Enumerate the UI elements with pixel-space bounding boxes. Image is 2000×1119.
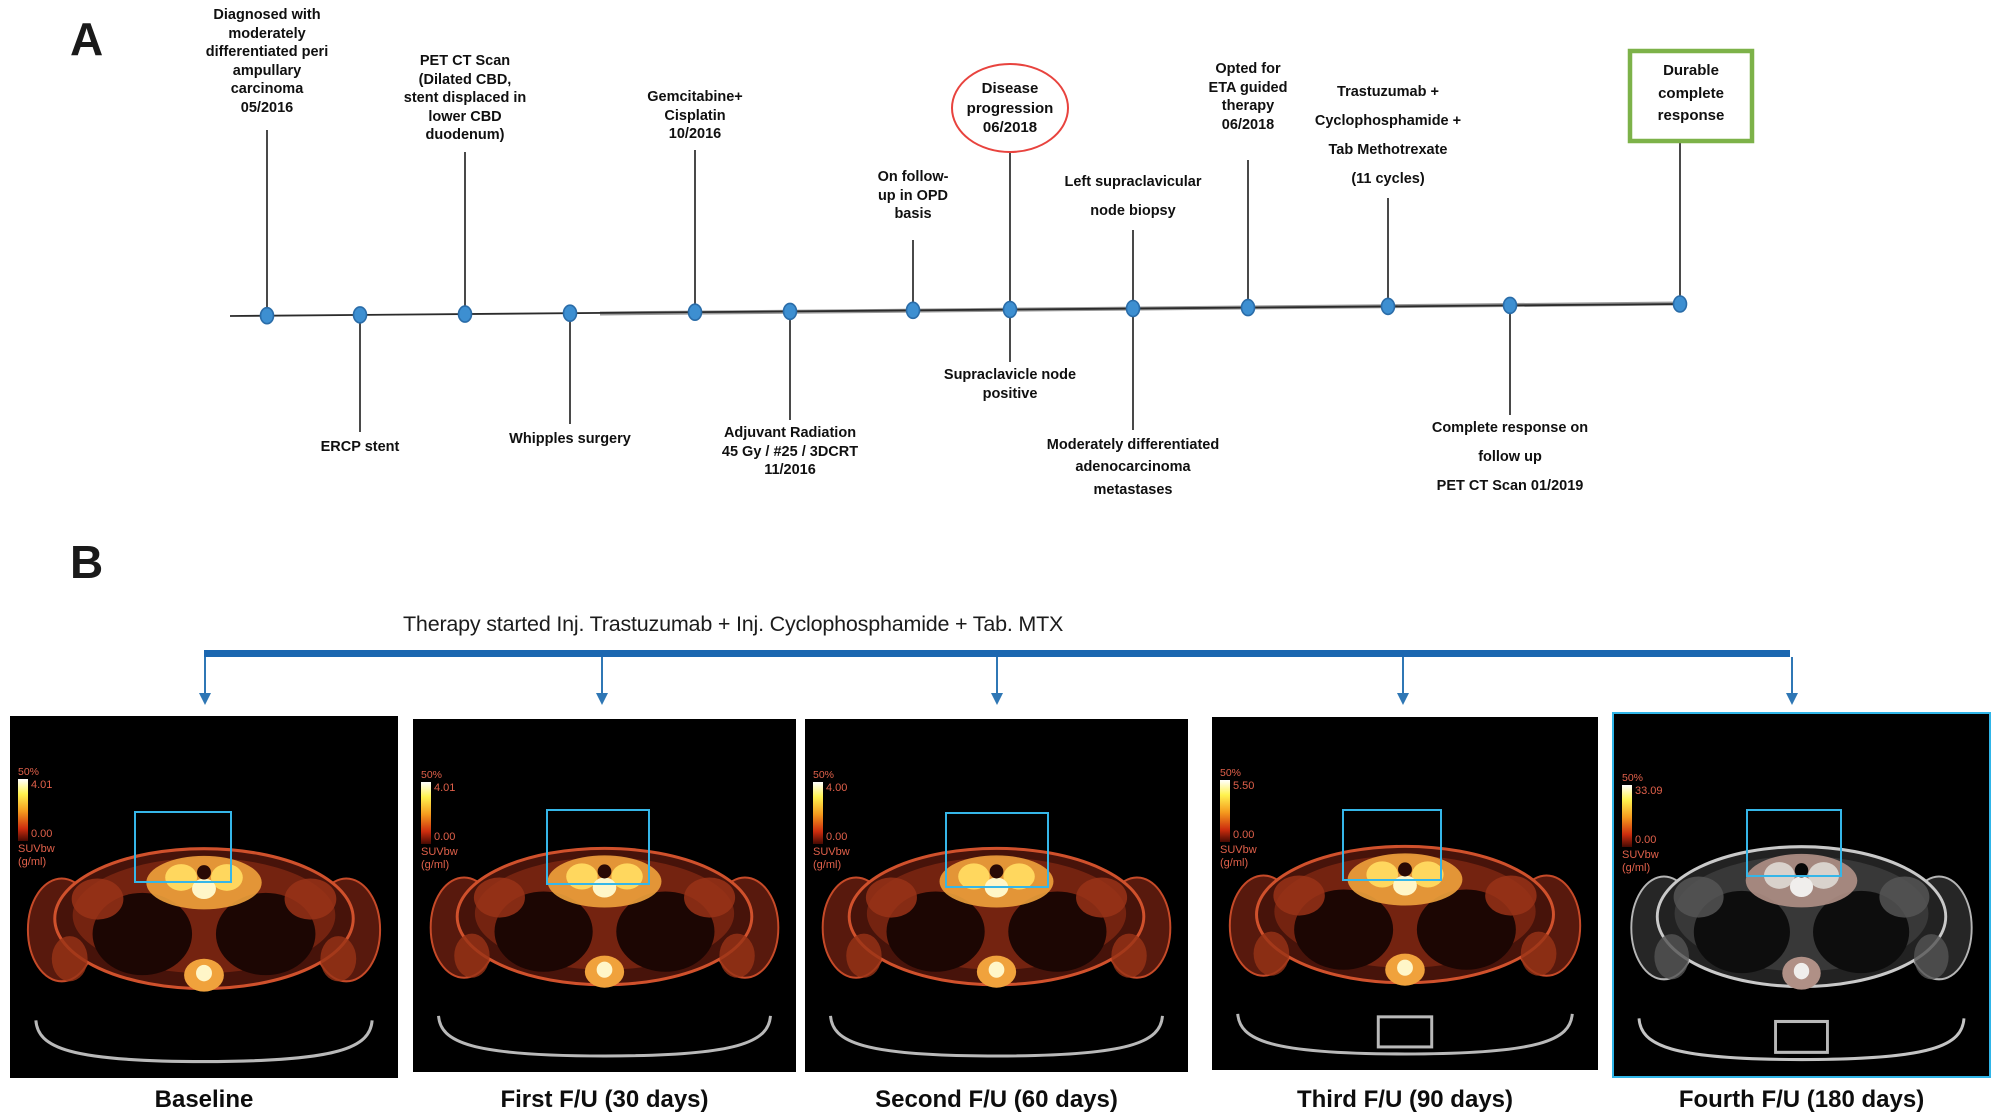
suv-gradient-bar bbox=[18, 779, 28, 842]
suv-max: 33.09 bbox=[1635, 785, 1663, 798]
suv-unit: SUVbw (g/ml) bbox=[813, 846, 850, 871]
event-trastuzumab: Trastuzumab + Cyclophosphamide + Tab Met… bbox=[1314, 84, 1462, 187]
suv-scale: 50% 4.00 0.00 SUVbw (g/ml) bbox=[813, 769, 850, 871]
event-supraclavicle-positive: Supraclavicle node positive bbox=[943, 367, 1077, 402]
suv-min: 0.00 bbox=[434, 831, 456, 844]
suv-unit: SUVbw (g/ml) bbox=[421, 846, 458, 871]
timeline-graphic bbox=[229, 48, 1755, 432]
suv-scale: 50% 4.01 0.00 SUVbw (g/ml) bbox=[421, 769, 458, 871]
suv-min: 0.00 bbox=[826, 831, 848, 844]
event-pet-ct-scan: PET CT Scan (Dilated CBD, stent displace… bbox=[403, 53, 527, 144]
suv-percent: 50% bbox=[421, 769, 443, 781]
caption-fu1: First F/U (30 days) bbox=[500, 1086, 709, 1113]
suv-max: 4.01 bbox=[434, 782, 456, 795]
caption-baseline: Baseline bbox=[154, 1086, 254, 1113]
suv-scale: 50% 33.09 0.00 SUVbw (g/ml) bbox=[1622, 772, 1663, 874]
axial-fusion-image bbox=[822, 848, 1171, 1056]
suv-gradient-bar bbox=[813, 782, 823, 845]
panel-b-label: B bbox=[70, 536, 104, 588]
axial-fusion-image bbox=[430, 848, 779, 1056]
event-gemcitabine: Gemcitabine+ Cisplatin 10/2016 bbox=[647, 89, 743, 143]
therapy-span-bar bbox=[204, 650, 1790, 657]
suv-scale: 50% 5.50 0.00 SUVbw (g/ml) bbox=[1220, 767, 1257, 869]
timeline-axis bbox=[229, 303, 1681, 317]
suv-unit: SUVbw (g/ml) bbox=[1622, 849, 1659, 874]
event-disease-progression: Disease progression 06/2018 bbox=[966, 80, 1054, 136]
roi-rectangle bbox=[134, 811, 232, 883]
event-whipples: Whipples surgery bbox=[509, 431, 631, 447]
caption-fu2: Second F/U (60 days) bbox=[875, 1086, 1118, 1113]
event-adjuvant-radiation: Adjuvant Radiation 45 Gy / #25 / 3DCRT 1… bbox=[721, 425, 859, 479]
suv-max: 5.50 bbox=[1233, 780, 1255, 793]
axial-ct-image bbox=[1631, 846, 1972, 1060]
pet-ct-scan-fu1: 50% 4.01 0.00 SUVbw (g/ml) bbox=[413, 719, 796, 1072]
event-complete-response: Complete response on follow up PET CT Sc… bbox=[1431, 420, 1589, 494]
therapy-annotation: Therapy started Inj. Trastuzumab + Inj. … bbox=[403, 612, 1064, 636]
suv-unit: SUVbw (g/ml) bbox=[18, 843, 55, 868]
suv-gradient-bar bbox=[1622, 785, 1632, 848]
event-diagnosis: Diagnosed with moderately differentiated… bbox=[205, 7, 329, 116]
suv-min: 0.00 bbox=[1635, 834, 1657, 847]
event-durable-response: Durable complete response bbox=[1657, 62, 1725, 124]
event-stems-below bbox=[359, 306, 1511, 432]
roi-rectangle bbox=[1746, 809, 1842, 877]
suv-percent: 50% bbox=[18, 766, 40, 778]
suv-min: 0.00 bbox=[1233, 829, 1255, 842]
pet-ct-scan-fu2: 50% 4.00 0.00 SUVbw (g/ml) bbox=[805, 719, 1188, 1072]
panel-a-label: A bbox=[70, 13, 104, 65]
suv-gradient-bar bbox=[1220, 780, 1230, 843]
event-ercp-stent: ERCP stent bbox=[320, 439, 400, 455]
pet-ct-scan-fu3: 50% 5.50 0.00 SUVbw (g/ml) bbox=[1212, 717, 1598, 1070]
event-opd-followup: On follow- up in OPD basis bbox=[877, 169, 949, 223]
suv-max: 4.00 bbox=[826, 782, 848, 795]
suv-max: 4.01 bbox=[31, 779, 53, 792]
timeline-nodes bbox=[259, 295, 1688, 325]
event-adenocarcinoma-metastases: Moderately differentiated adenocarcinoma… bbox=[1046, 437, 1220, 498]
pet-ct-scan-fu4: 50% 33.09 0.00 SUVbw (g/ml) bbox=[1612, 712, 1991, 1078]
suv-percent: 50% bbox=[1220, 767, 1242, 779]
roi-rectangle bbox=[945, 812, 1049, 888]
event-eta-therapy: Opted for ETA guided therapy 06/2018 bbox=[1208, 61, 1288, 133]
caption-fu4: Fourth F/U (180 days) bbox=[1678, 1086, 1925, 1113]
suv-scale: 50% 4.01 0.00 SUVbw (g/ml) bbox=[18, 766, 55, 868]
event-node-biopsy: Left supraclavicular node biopsy bbox=[1064, 174, 1202, 219]
axial-fusion-image bbox=[1229, 846, 1581, 1054]
suv-percent: 50% bbox=[1622, 772, 1644, 784]
suv-min: 0.00 bbox=[31, 828, 53, 841]
suv-gradient-bar bbox=[421, 782, 431, 845]
roi-rectangle bbox=[546, 809, 650, 885]
durable-response-box bbox=[1627, 48, 1755, 144]
pet-ct-scan-baseline: 50% 4.01 0.00 SUVbw (g/ml) bbox=[10, 716, 398, 1078]
axial-fusion-image bbox=[27, 848, 381, 1062]
suv-percent: 50% bbox=[813, 769, 835, 781]
roi-rectangle bbox=[1342, 809, 1442, 881]
event-stems-above bbox=[266, 130, 1681, 315]
caption-fu3: Third F/U (90 days) bbox=[1296, 1086, 1514, 1113]
disease-progression-oval bbox=[951, 63, 1069, 153]
suv-unit: SUVbw (g/ml) bbox=[1220, 844, 1257, 869]
